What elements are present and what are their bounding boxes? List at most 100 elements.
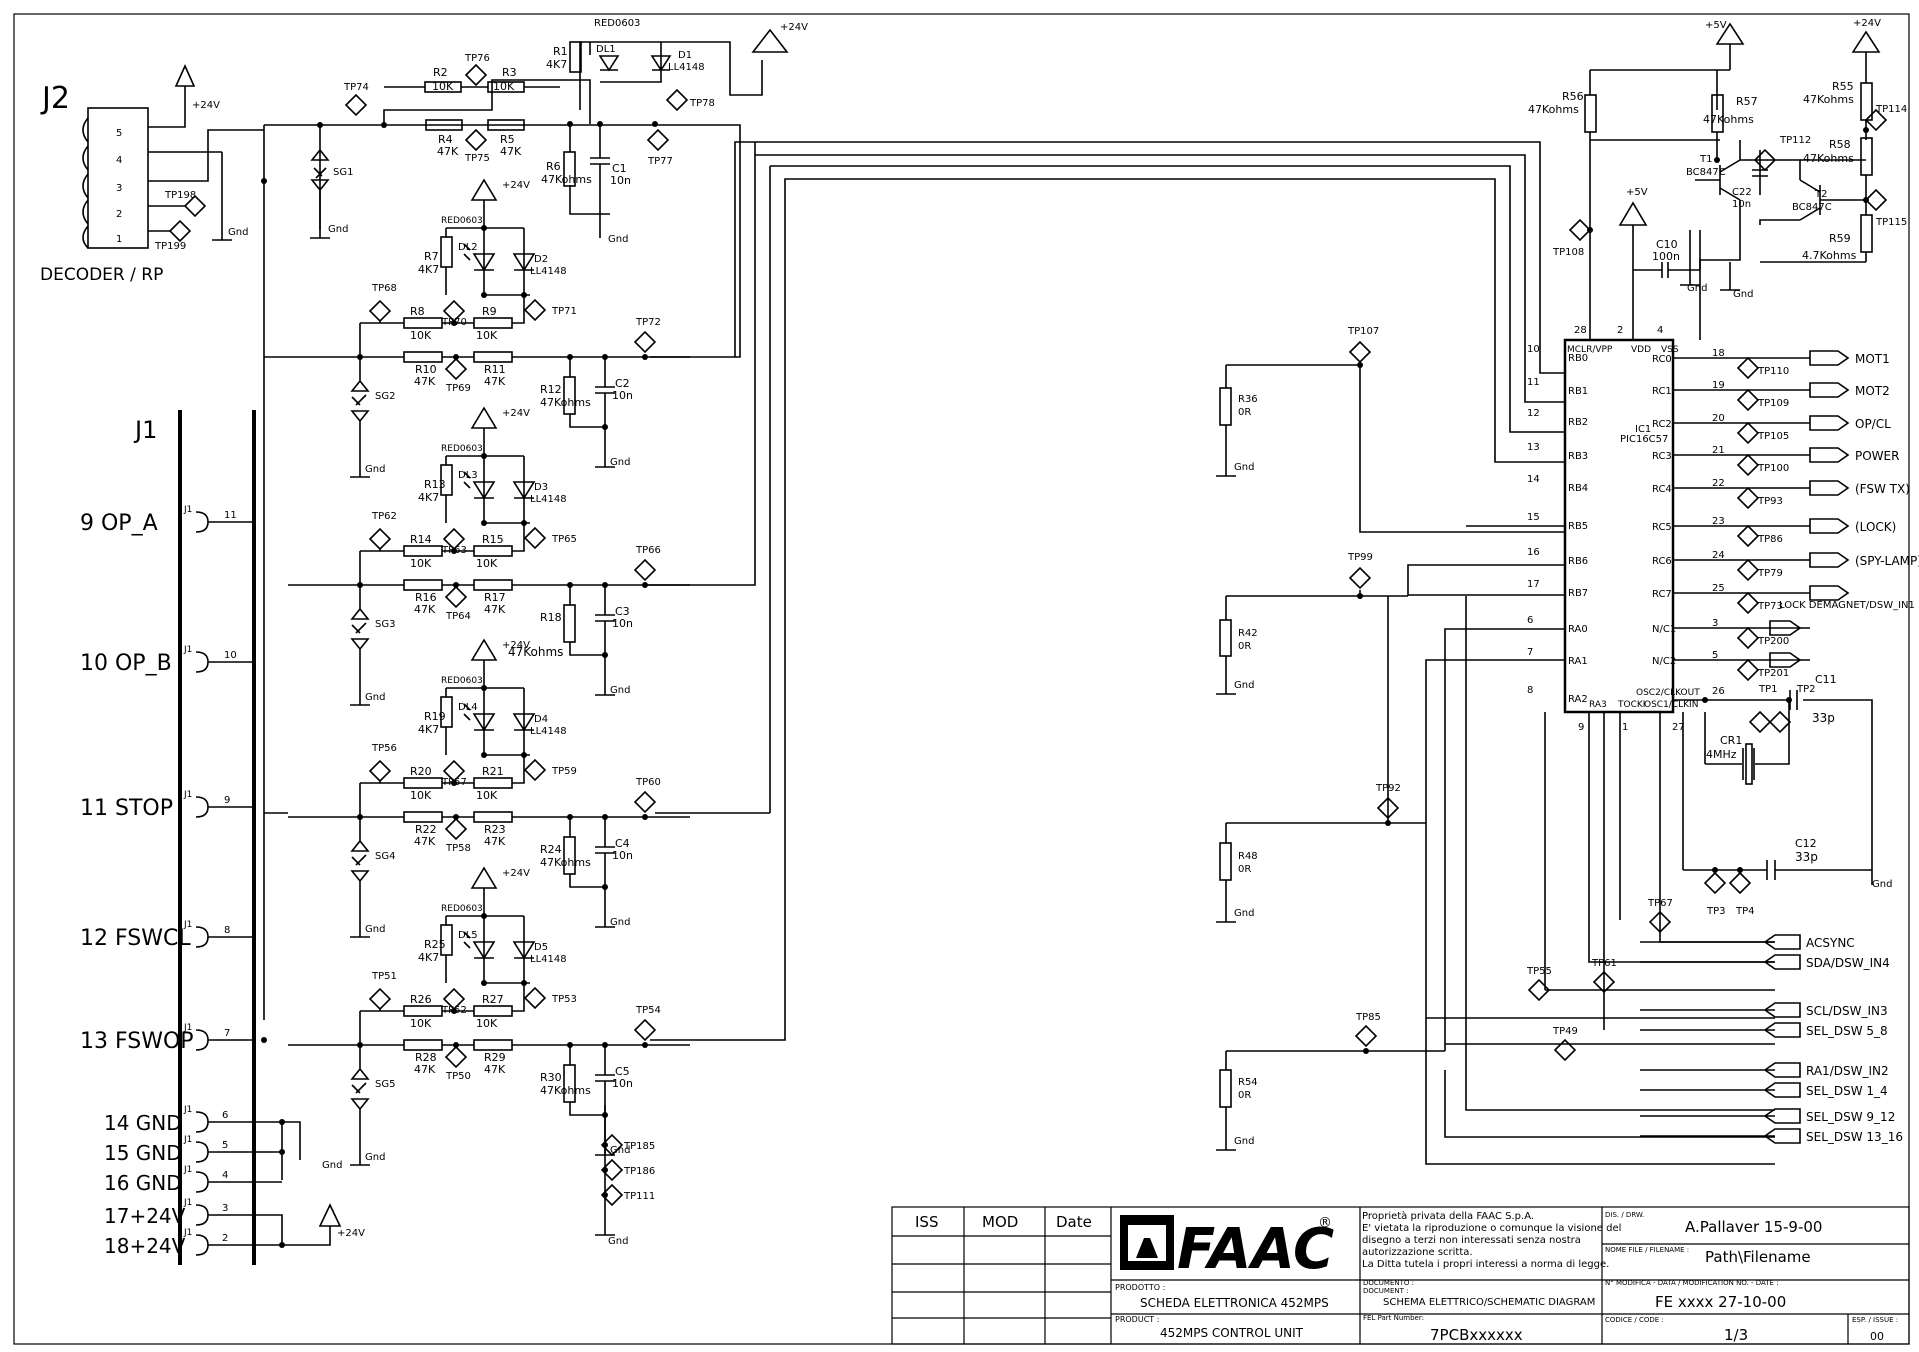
j1-row-label: 9 OP_A — [80, 511, 158, 536]
r48-value: 0R — [1238, 864, 1251, 875]
j1-pin-number: 2 — [222, 1233, 228, 1244]
output-net: SEL_DSW 13_16 — [1640, 1128, 1903, 1144]
ic-pin-number: 8 — [1527, 685, 1533, 696]
gain-resistor: R30 — [540, 1071, 562, 1084]
r1-value: 4K7 — [546, 58, 567, 71]
gain-resistor: R18 — [540, 611, 562, 624]
series-r-c: R10 — [415, 363, 437, 376]
sheet-frame — [13, 13, 1910, 1345]
led-resistor-value: 4K7 — [418, 491, 439, 504]
v5-top: +5V — [1705, 20, 1727, 31]
channel-gnd: Gnd — [610, 685, 630, 696]
series-r-d-value: 47K — [484, 835, 506, 848]
j1-prefix: J1 — [183, 505, 192, 515]
bottom-tp: TP185 — [623, 1141, 655, 1152]
ic-pin-26: 26 — [1712, 686, 1725, 697]
ic-pin-name: RA2 — [1568, 694, 1588, 705]
ic-pin-number: 2 — [1617, 325, 1623, 336]
j2-caption: DECODER / RP — [40, 265, 163, 285]
r18-value-note: 47Kohms — [508, 645, 563, 659]
tp-out: TP54 — [635, 1005, 661, 1016]
ic-pin-number: 3 — [1712, 618, 1718, 629]
ic-pin-number: 10 — [1527, 344, 1540, 355]
d1: D1 — [678, 50, 692, 61]
r4-value: 47K — [437, 145, 459, 158]
tp-low: TP50 — [445, 1071, 471, 1082]
output-routing — [1544, 712, 1775, 1030]
series-r-c-value: 47K — [414, 603, 436, 616]
series-r-b: R9 — [482, 305, 497, 318]
j2-supply: +24V — [192, 100, 220, 111]
tp99: TP99 — [1347, 552, 1373, 563]
ic-pin-tp: TP105 — [1757, 431, 1789, 442]
ic-pin-name: RB1 — [1568, 386, 1588, 397]
tp107: TP107 — [1347, 326, 1379, 337]
gain-resistor-value: 47Kohms — [540, 1084, 591, 1097]
tp77: TP77 — [647, 156, 673, 167]
channel-gnd: Gnd — [610, 457, 630, 468]
ic-pin-name: RC6 — [1652, 556, 1672, 567]
r5-value: 47K — [500, 145, 522, 158]
tp2: TP2 — [1796, 684, 1816, 695]
ic-pin-name: RC2 — [1652, 419, 1672, 430]
ic-pin-name: RC1 — [1652, 386, 1672, 397]
tp75: TP75 — [464, 153, 490, 164]
series-r-d-value: 47K — [484, 375, 506, 388]
ic-pin-number: 16 — [1527, 547, 1540, 558]
cr1: CR1 — [1720, 734, 1742, 747]
ic1-ref: IC1 — [1635, 424, 1651, 435]
filter-cap-value: 10n — [612, 849, 633, 862]
series-r-c: R22 — [415, 823, 437, 836]
diode-value: LL4148 — [530, 266, 567, 277]
series-r-c-value: 47K — [414, 375, 436, 388]
t2: T2 — [1814, 189, 1827, 200]
output-net-label: SEL_DSW 9_12 — [1806, 1110, 1895, 1124]
ic-pin-tp: TP79 — [1757, 568, 1783, 579]
v5-vdd: +5V — [1626, 187, 1648, 198]
tp-low: TP58 — [445, 843, 471, 854]
d1-value: LL4148 — [668, 62, 705, 73]
surge-arrester: SG2 — [375, 391, 395, 402]
r36: R36 — [1238, 394, 1258, 405]
top-gnd: Gnd — [608, 234, 628, 245]
series-r-d: R29 — [484, 1051, 506, 1064]
led-resistor-value: 4K7 — [418, 951, 439, 964]
led-resistor-value: 4K7 — [418, 723, 439, 736]
issue-value: 00 — [1870, 1330, 1884, 1343]
r1: R1 — [553, 45, 568, 58]
c10-value: 100n — [1652, 250, 1680, 263]
led-resistor-value: 4K7 — [418, 263, 439, 276]
r2-value: 10K — [432, 80, 454, 93]
ic-pin-number: 24 — [1712, 550, 1725, 561]
output-net-label: SEL_DSW 13_16 — [1806, 1130, 1903, 1144]
product-value: 452MPS CONTROL UNIT — [1160, 1326, 1304, 1340]
sg-gnd: Gnd — [365, 464, 385, 475]
j2-pin-2: 2 — [116, 209, 122, 220]
led-resistor: R13 — [424, 478, 446, 491]
documento-value: SCHEMA ELETTRICO/SCHEMATIC DIAGRAM — [1383, 1297, 1595, 1308]
j1-gnd: Gnd — [322, 1160, 342, 1171]
ic-pin-name: RB2 — [1568, 417, 1588, 428]
notice-line: E' vietata la riproduzione o comunque la… — [1362, 1223, 1621, 1234]
tp199: TP199 — [154, 241, 186, 252]
ic-pin-number: 6 — [1527, 615, 1533, 626]
tp198-marker — [183, 194, 207, 218]
led1-package: RED0603 — [594, 18, 640, 29]
input-channel-1: +24VRED0603R74K7DL2D2LL4148TP71R810KR910… — [288, 178, 690, 478]
j1-connector: J1 — [133, 410, 256, 1265]
ic-pin-number: 7 — [1527, 647, 1533, 658]
ic-pin-tp: TP200 — [1757, 636, 1789, 647]
series-r-a: R26 — [410, 993, 432, 1006]
filter-cap-value: 10n — [612, 389, 633, 402]
